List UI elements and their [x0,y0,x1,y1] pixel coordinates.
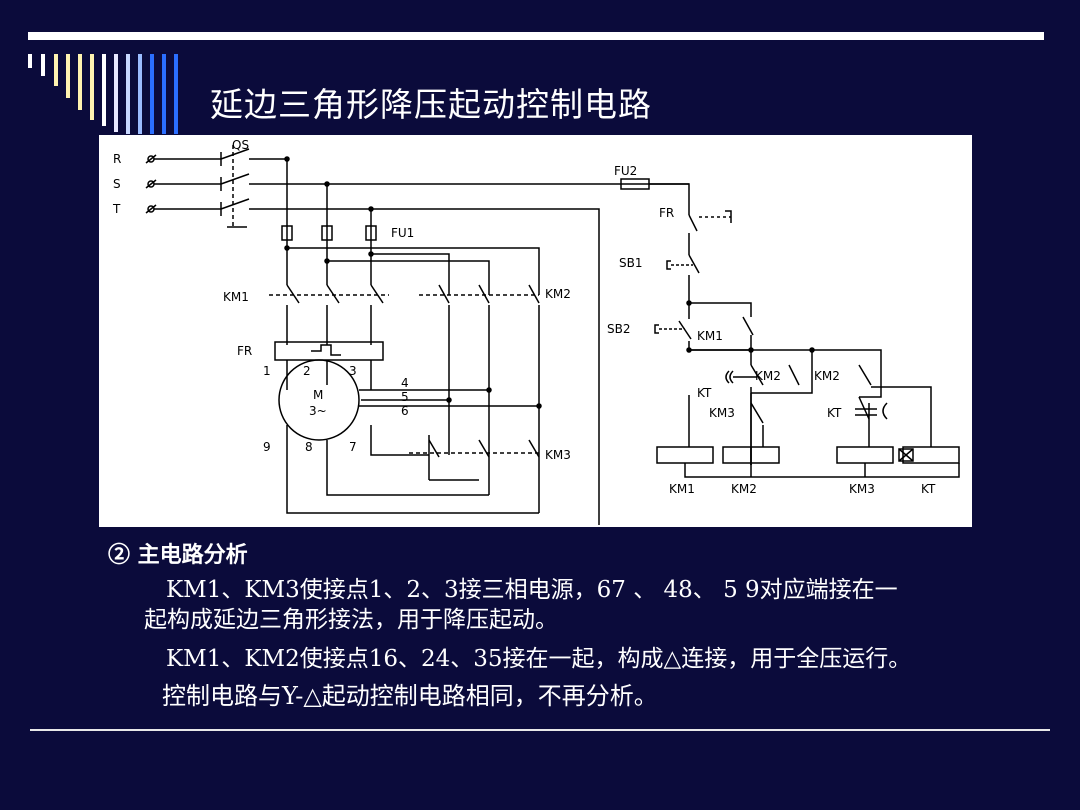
fu1-fuse-1 [281,225,293,241]
km3-aux-label: KM3 [709,406,735,420]
km3-main-contacts [409,435,540,481]
km2-nc-contact-2 [858,364,872,386]
km2-nc-label-2: KM2 [814,369,840,383]
fr-thermal-element [274,341,384,361]
terminal-9: 9 [263,440,271,454]
analysis-heading: ② 主电路分析 [108,542,248,568]
fu1-fuse-2 [321,225,333,241]
terminal-7: 7 [349,440,357,454]
fr-ctrl-label: FR [659,206,674,220]
km1-aux-label: KM1 [697,329,723,343]
coil-kt-timer-mark [898,448,914,462]
terminal-2: 2 [303,364,311,378]
km2-main-contacts [419,284,540,513]
fr-control-contact [688,210,732,255]
km1-main-contacts [269,270,389,345]
analysis-paragraph-1-line-2: 起构成延边三角形接法，用于降压起动。 [144,607,558,633]
fu1-label: FU1 [391,226,414,240]
footer-divider [30,729,1050,731]
km2-main-label: KM2 [545,287,571,301]
phase-label-r: R [113,152,121,166]
sb1-label: SB1 [619,256,642,270]
kt-nc-label: KT [827,406,842,420]
motor-label: M [313,388,323,402]
qs-label: QS [232,138,249,152]
coil-label-km3: KM3 [849,482,875,496]
motor-symbol [278,359,360,441]
sb2-button [654,303,692,340]
coil-label-kt: KT [921,482,936,496]
phase-label-s: S [113,177,121,191]
km3-aux-contact [750,402,764,424]
qs-switch [220,145,250,228]
phase-label-t: T [112,202,121,216]
supply-terminals [145,154,157,214]
sb1-button [666,254,700,303]
coil-km1 [656,446,714,464]
terminal-8: 8 [305,440,313,454]
km1-aux-contact [742,316,754,336]
fu2-label: FU2 [614,164,637,178]
kt-nc-contact [855,396,888,447]
title-top-bar [28,32,1044,40]
coil-kt [902,446,960,464]
km1-main-label: KM1 [223,290,249,304]
circuit-diagram: R S T QS FU1 KM1 [99,135,972,527]
terminal-4: 4 [401,376,409,390]
terminal-3: 3 [349,364,357,378]
coil-label-km2: KM2 [731,482,757,496]
kt-label: KT [697,386,712,400]
page-title: 延边三角形降压起动控制电路 [210,85,652,124]
terminal-5: 5 [401,390,409,404]
coil-km3 [836,446,894,464]
terminal-6: 6 [401,404,409,418]
coil-label-km1: KM1 [669,482,695,496]
km2-nc-label-1: KM2 [755,369,781,383]
sb2-label: SB2 [607,322,630,336]
terminal-1: 1 [263,364,271,378]
analysis-paragraph-2: KM1、KM2使接点16、24、35接在一起，构成△连接，用于全压运行。 [166,646,912,672]
fr-main-label: FR [237,344,252,358]
km3-main-label: KM3 [545,448,571,462]
analysis-paragraph-3: 控制电路与Y-△起动控制电路相同，不再分析。 [162,682,658,710]
fu1-fuse-3 [365,225,377,241]
analysis-paragraph-1-line-1: KM1、KM3使接点1、2、3接三相电源，67 、 48、 5 9对应端接在一 [166,577,898,603]
km2-nc-contact-1 [788,364,800,386]
motor-sub-label: 3~ [309,404,327,418]
